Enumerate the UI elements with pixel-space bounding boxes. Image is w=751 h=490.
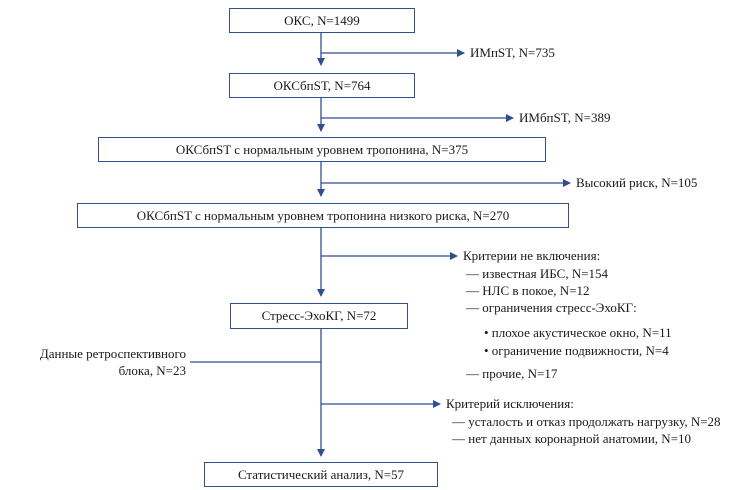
non-inclusion-item: — ограничения стресс-ЭхоКГ: <box>466 300 637 315</box>
exclusion-title: Критерий исключения: <box>446 396 574 411</box>
box-analysis: Статистический анализ, N=57 <box>204 462 438 487</box>
box-oks-label: ОКС, N=1499 <box>284 12 360 28</box>
box-low-risk: ОКСбпST с нормальным уровнем тропонина н… <box>77 203 569 228</box>
non-inclusion-other: — прочие, N=17 <box>466 366 558 381</box>
exclusion-item: — нет данных коронарной анатомии, N=10 <box>452 431 692 446</box>
box-oks: ОКС, N=1499 <box>229 8 415 33</box>
box-oksbpst-label: ОКСбпST, N=764 <box>273 77 371 93</box>
non-inclusion-subitem: • ограничение подвижности, N=4 <box>484 343 669 358</box>
box-normal-troponin-label: ОКСбпST с нормальным уровнем тропонина, … <box>175 141 469 157</box>
box-stress-echo: Стресс-ЭхоКГ, N=72 <box>230 303 408 329</box>
box-stress-echo-label: Стресс-ЭхоКГ, N=72 <box>261 308 377 323</box>
retrospective-line-2: блока, N=23 <box>118 363 186 378</box>
non-inclusion-subitem: • плохое акустическое окно, N=11 <box>484 325 672 340</box>
box-oksbpst: ОКСбпST, N=764 <box>229 73 415 98</box>
retrospective-line-1: Данные ретроспективного <box>39 346 186 361</box>
non-inclusion-item: — известная ИБС, N=154 <box>466 266 609 281</box>
label-high-risk: Высокий риск, N=105 <box>576 175 698 190</box>
label-impst: ИМпST, N=735 <box>470 45 555 60</box>
exclusion-item: — усталость и отказ продолжать нагрузку,… <box>452 414 721 429</box>
box-normal-troponin: ОКСбпST с нормальным уровнем тропонина, … <box>98 137 546 162</box>
label-imbpst: ИМбпST, N=389 <box>519 110 611 125</box>
box-low-risk-label: ОКСбпST с нормальным уровнем тропонина н… <box>136 207 510 223</box>
non-inclusion-item: — НЛС в покое, N=12 <box>466 283 590 298</box>
non-inclusion-title: Критерии не включения: <box>463 248 601 263</box>
box-analysis-label: Статистический анализ, N=57 <box>237 466 405 482</box>
